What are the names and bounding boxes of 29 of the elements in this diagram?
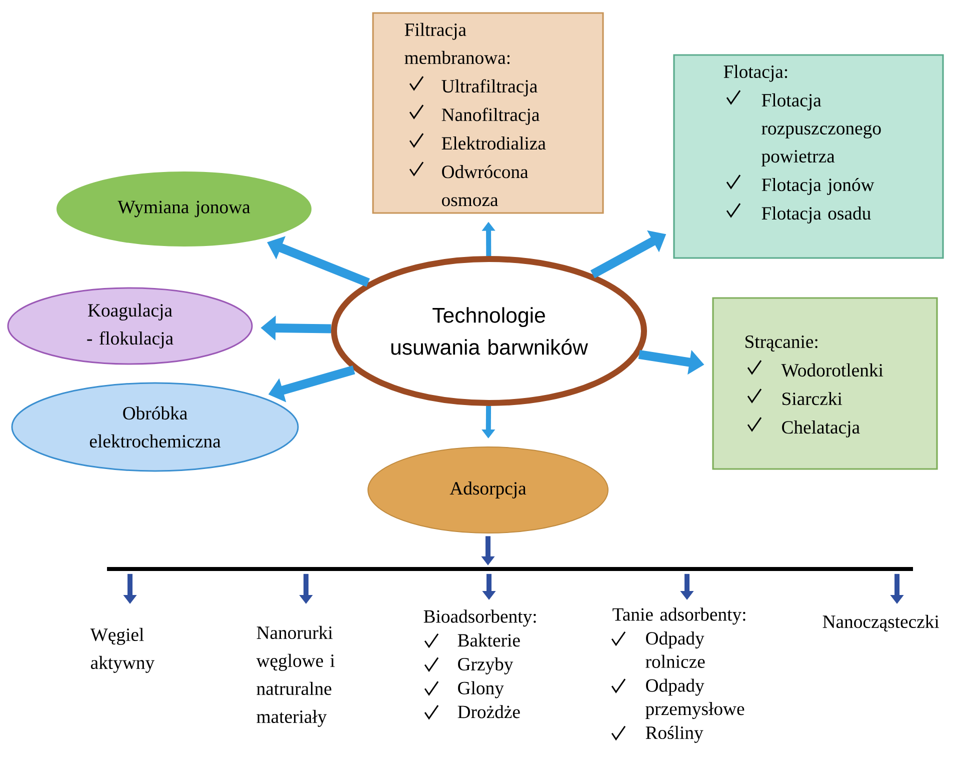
list-item: Rośliny: [646, 726, 704, 743]
list-heading: Strącanie:: [746, 336, 818, 352]
list-item: Chelatacja: [782, 420, 860, 438]
list-item: Drożdże: [458, 705, 520, 718]
list-item: Nanofiltracja: [442, 108, 540, 125]
list-heading: Filtracja membranowa:: [404, 22, 510, 64]
list-item: Wodorotlenki: [781, 363, 884, 377]
horizontal-bar: [107, 567, 913, 571]
list-item: Siarczki: [782, 392, 842, 406]
list-item: Bakterie: [458, 634, 520, 647]
list-box: [712, 297, 938, 470]
list-item: Flotacja rozpuszczonego powietrza: [762, 93, 881, 166]
list-box: [673, 54, 944, 259]
list-item: Ultrafiltracja: [442, 79, 538, 96]
list-item: Flotacja osadu: [762, 206, 871, 224]
list-heading: Tanie adsorbenty:: [612, 608, 746, 625]
item-text: Nanocząsteczki: [822, 614, 940, 632]
list-heading: Bioadsorbenty:: [424, 610, 536, 627]
list-item: Glony: [458, 681, 504, 698]
item-text: Węgiel aktywny: [90, 628, 154, 673]
list-heading: Flotacja:: [724, 64, 788, 82]
list-item: Elektrodializa: [442, 136, 546, 150]
list-item: Grzyby: [458, 657, 514, 674]
list-item: Odpady rolnicze: [646, 632, 705, 668]
list-item: Flotacja jonów: [762, 178, 874, 195]
list-box: [372, 12, 604, 214]
item-text: Nanorurki węglowe i natruralne materiały: [256, 626, 335, 727]
list-item: Odwrócona osmoza: [442, 165, 528, 206]
list-item: Odpady przemysłowe: [646, 678, 744, 720]
